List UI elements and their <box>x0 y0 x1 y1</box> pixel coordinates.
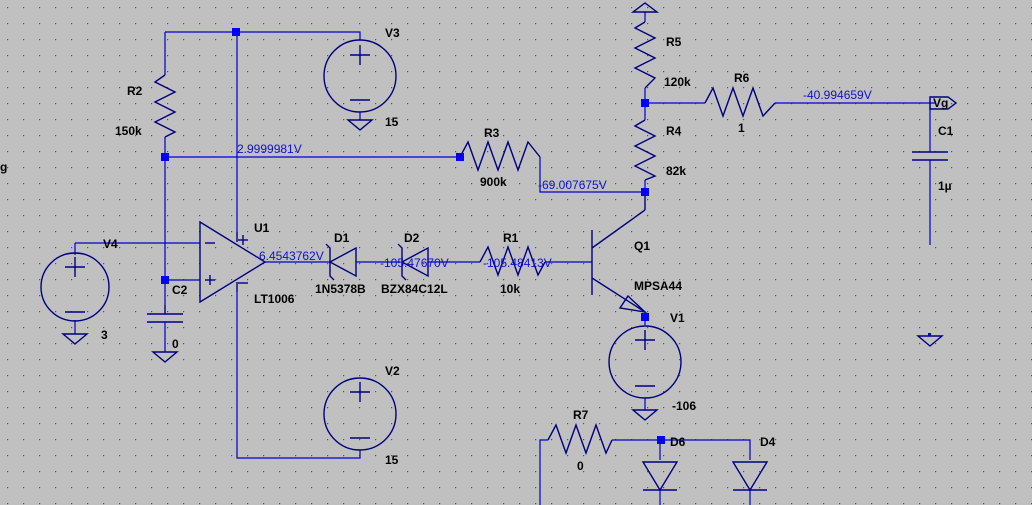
capacitor-c1[interactable] <box>912 151 948 161</box>
resistor-r4[interactable] <box>633 119 657 181</box>
diode-d2[interactable] <box>397 243 429 281</box>
q1-value: MPSA44 <box>634 279 682 293</box>
resistor-r3[interactable] <box>459 139 541 173</box>
edge-fragment-text: g <box>0 160 7 174</box>
d1-ref: D1 <box>334 231 350 245</box>
u1-value: LT1006 <box>254 292 295 306</box>
v1-ref: V1 <box>670 311 685 325</box>
supply-arrow-r5 <box>630 2 660 13</box>
ground-right-dot <box>928 333 931 336</box>
resistor-r2[interactable] <box>153 74 177 138</box>
net-label-vg[interactable]: Vg <box>929 96 958 110</box>
source-v4[interactable] <box>40 252 110 322</box>
wire-r3-to-collector[interactable] <box>539 157 645 193</box>
source-v2[interactable] <box>323 377 397 451</box>
r6-ref: R6 <box>734 71 750 85</box>
c2-value: 0 <box>172 337 179 351</box>
diode-d1[interactable] <box>325 243 357 281</box>
v4-value: 3 <box>101 328 108 342</box>
r3-value: 900k <box>480 175 507 189</box>
r2-ref: R2 <box>127 84 143 98</box>
opamp-u1[interactable] <box>199 220 267 304</box>
r5-ref: R5 <box>666 35 682 49</box>
c2-ref: C2 <box>172 283 188 297</box>
voltage-vg-node: -40.994659V <box>803 88 872 102</box>
c1-value: 1µ <box>938 179 952 193</box>
resistor-r5[interactable] <box>633 21 657 89</box>
wire-r7-left[interactable] <box>539 439 548 505</box>
v2-value: 15 <box>385 453 399 467</box>
r6-value: 1 <box>738 121 745 135</box>
r2-value: 150k <box>115 124 142 138</box>
ground-v4 <box>61 333 89 345</box>
voltage-opamp-out: -6.4543762V <box>255 249 324 263</box>
voltage-r2-mid: 2.9999981V <box>237 142 302 156</box>
resistor-r1[interactable] <box>479 244 546 278</box>
junction-top <box>232 28 240 36</box>
c1-ref: C1 <box>938 124 954 138</box>
diode-d4[interactable] <box>731 461 769 492</box>
d6-ref: D6 <box>670 435 686 449</box>
component-labels: R2 150k R3 900k R5 120k R4 82k R6 1 R1 1… <box>101 26 954 473</box>
source-v3[interactable] <box>323 39 397 113</box>
r5-value: 120k <box>664 75 691 89</box>
transistor-q1[interactable] <box>591 195 648 314</box>
d2-value: BZX84C12L <box>381 282 448 296</box>
junction-d6 <box>657 436 665 444</box>
q1-ref: Q1 <box>634 239 650 253</box>
d2-ref: D2 <box>404 231 420 245</box>
ground-v1 <box>631 409 659 421</box>
source-v1[interactable] <box>608 325 682 399</box>
r3-ref: R3 <box>484 126 500 140</box>
voltage-d1-d2: -105.47670V <box>380 256 449 270</box>
diode-d6[interactable] <box>641 461 679 492</box>
node-voltage-labels: 2.9999981V -69.007675V -40.994659V -6.45… <box>237 88 872 270</box>
u1-ref: U1 <box>254 221 270 235</box>
junction-collector <box>641 188 649 196</box>
r1-ref: R1 <box>503 231 519 245</box>
r7-ref: R7 <box>573 408 589 422</box>
capacitor-c2[interactable] <box>147 305 183 323</box>
ground-v3 <box>346 119 374 131</box>
wire-u1-vminus[interactable] <box>236 292 361 459</box>
net-label-vg-text: Vg <box>933 96 948 110</box>
v4-ref: V4 <box>103 237 118 251</box>
r4-value: 82k <box>666 164 686 178</box>
resistor-r7[interactable] <box>547 422 613 456</box>
v1-value: -106 <box>672 399 696 413</box>
resistor-r6[interactable] <box>704 85 776 119</box>
voltage-d2-r1: -105.48413V <box>483 256 552 270</box>
d1-value: 1N5378B <box>315 282 366 296</box>
junction-r5-r4 <box>641 99 649 107</box>
r1-value: 10k <box>500 282 520 296</box>
v3-ref: V3 <box>385 26 400 40</box>
v2-ref: V2 <box>385 364 400 378</box>
ground-c2 <box>151 351 179 363</box>
r7-value: 0 <box>577 459 584 473</box>
v3-value: 15 <box>385 115 399 129</box>
junction-r2 <box>161 153 169 161</box>
d4-ref: D4 <box>760 435 776 449</box>
voltage-q1-collector: -69.007675V <box>538 178 607 192</box>
junction-emitter <box>641 313 649 321</box>
wire-top-rail[interactable] <box>165 31 361 40</box>
junction-c2 <box>161 276 169 284</box>
r4-ref: R4 <box>666 124 682 138</box>
